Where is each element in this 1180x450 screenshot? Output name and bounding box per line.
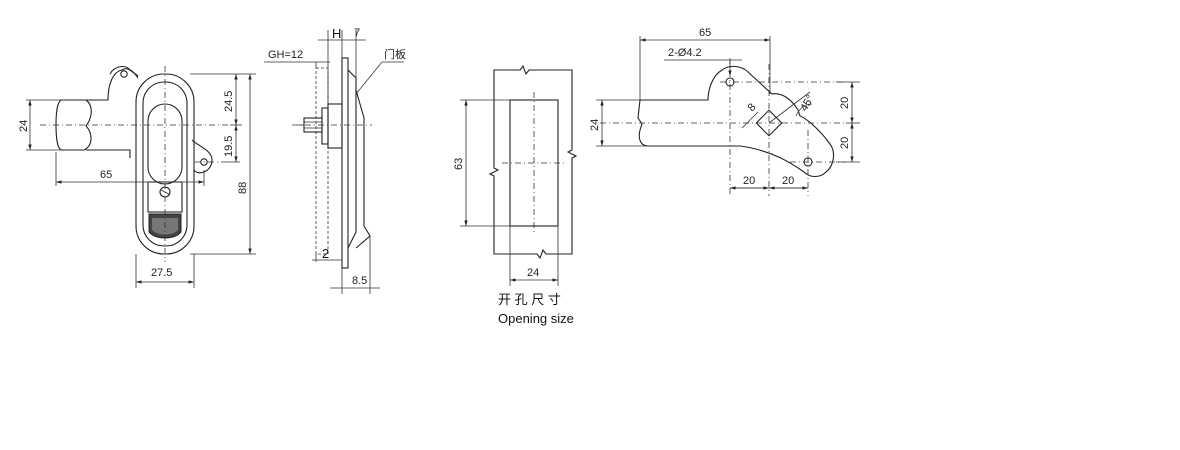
side-label-door-panel: 门板 (384, 47, 406, 61)
front-dim-24: 24 (18, 120, 30, 132)
handle-outline (637, 65, 835, 178)
handle-square-drive (755, 109, 783, 137)
handle-dim-8: 8 (746, 101, 759, 114)
handle-dim-65: 65 (699, 27, 711, 39)
handle-dim-20-right: 20 (782, 175, 794, 187)
front-dim-88: 88 (237, 182, 249, 194)
front-dim-24-5: 24.5 (223, 91, 235, 112)
front-right-lug (191, 139, 213, 174)
side-dim-h: H (332, 26, 341, 41)
front-dim-27-5: 27.5 (151, 267, 172, 279)
side-dim-8-5: 8.5 (352, 275, 367, 287)
handle-dim-20-left: 20 (743, 175, 755, 187)
front-dim-19-5: 19.5 (223, 136, 235, 157)
opening-dim-63: 63 (453, 158, 465, 170)
side-body (347, 69, 357, 249)
opening-dim-24: 24 (527, 267, 539, 279)
handle-dim-45: 45° (798, 93, 817, 113)
side-door-panel-outline (315, 67, 329, 255)
handle-label-holes: 2-Ø4.2 (668, 47, 702, 59)
handle-dim-24: 24 (589, 119, 601, 131)
front-flange-hole (120, 70, 128, 78)
side-handle-profile (355, 89, 371, 249)
side-view: H 7 GH=12 门板 2 8.5 (264, 26, 406, 294)
side-rear-body (327, 103, 343, 149)
opening-panel-break (488, 64, 578, 260)
side-label-gh: GH=12 (268, 49, 303, 61)
side-dim-7: 7 (354, 27, 360, 39)
front-handle-outline (55, 99, 92, 151)
handle-view: 65 2-Ø4.2 24 8 45° 20 20 20 20 (589, 27, 860, 196)
front-dim-65: 65 (100, 169, 112, 181)
opening-view: 63 24 开 孔 尺 寸 Opening size (453, 64, 578, 326)
handle-dim-20-top: 20 (839, 97, 851, 109)
opening-caption-cn: 开 孔 尺 寸 (498, 292, 561, 307)
handle-dim-20-bottom: 20 (839, 137, 851, 149)
front-flange (109, 65, 139, 77)
side-flange-plate (341, 57, 349, 269)
side-dim-2: 2 (322, 246, 329, 261)
opening-caption-en: Opening size (498, 311, 574, 326)
front-handle-arm (86, 68, 139, 158)
front-view: 24 65 24.5 19.5 88 27.5 (18, 65, 256, 288)
